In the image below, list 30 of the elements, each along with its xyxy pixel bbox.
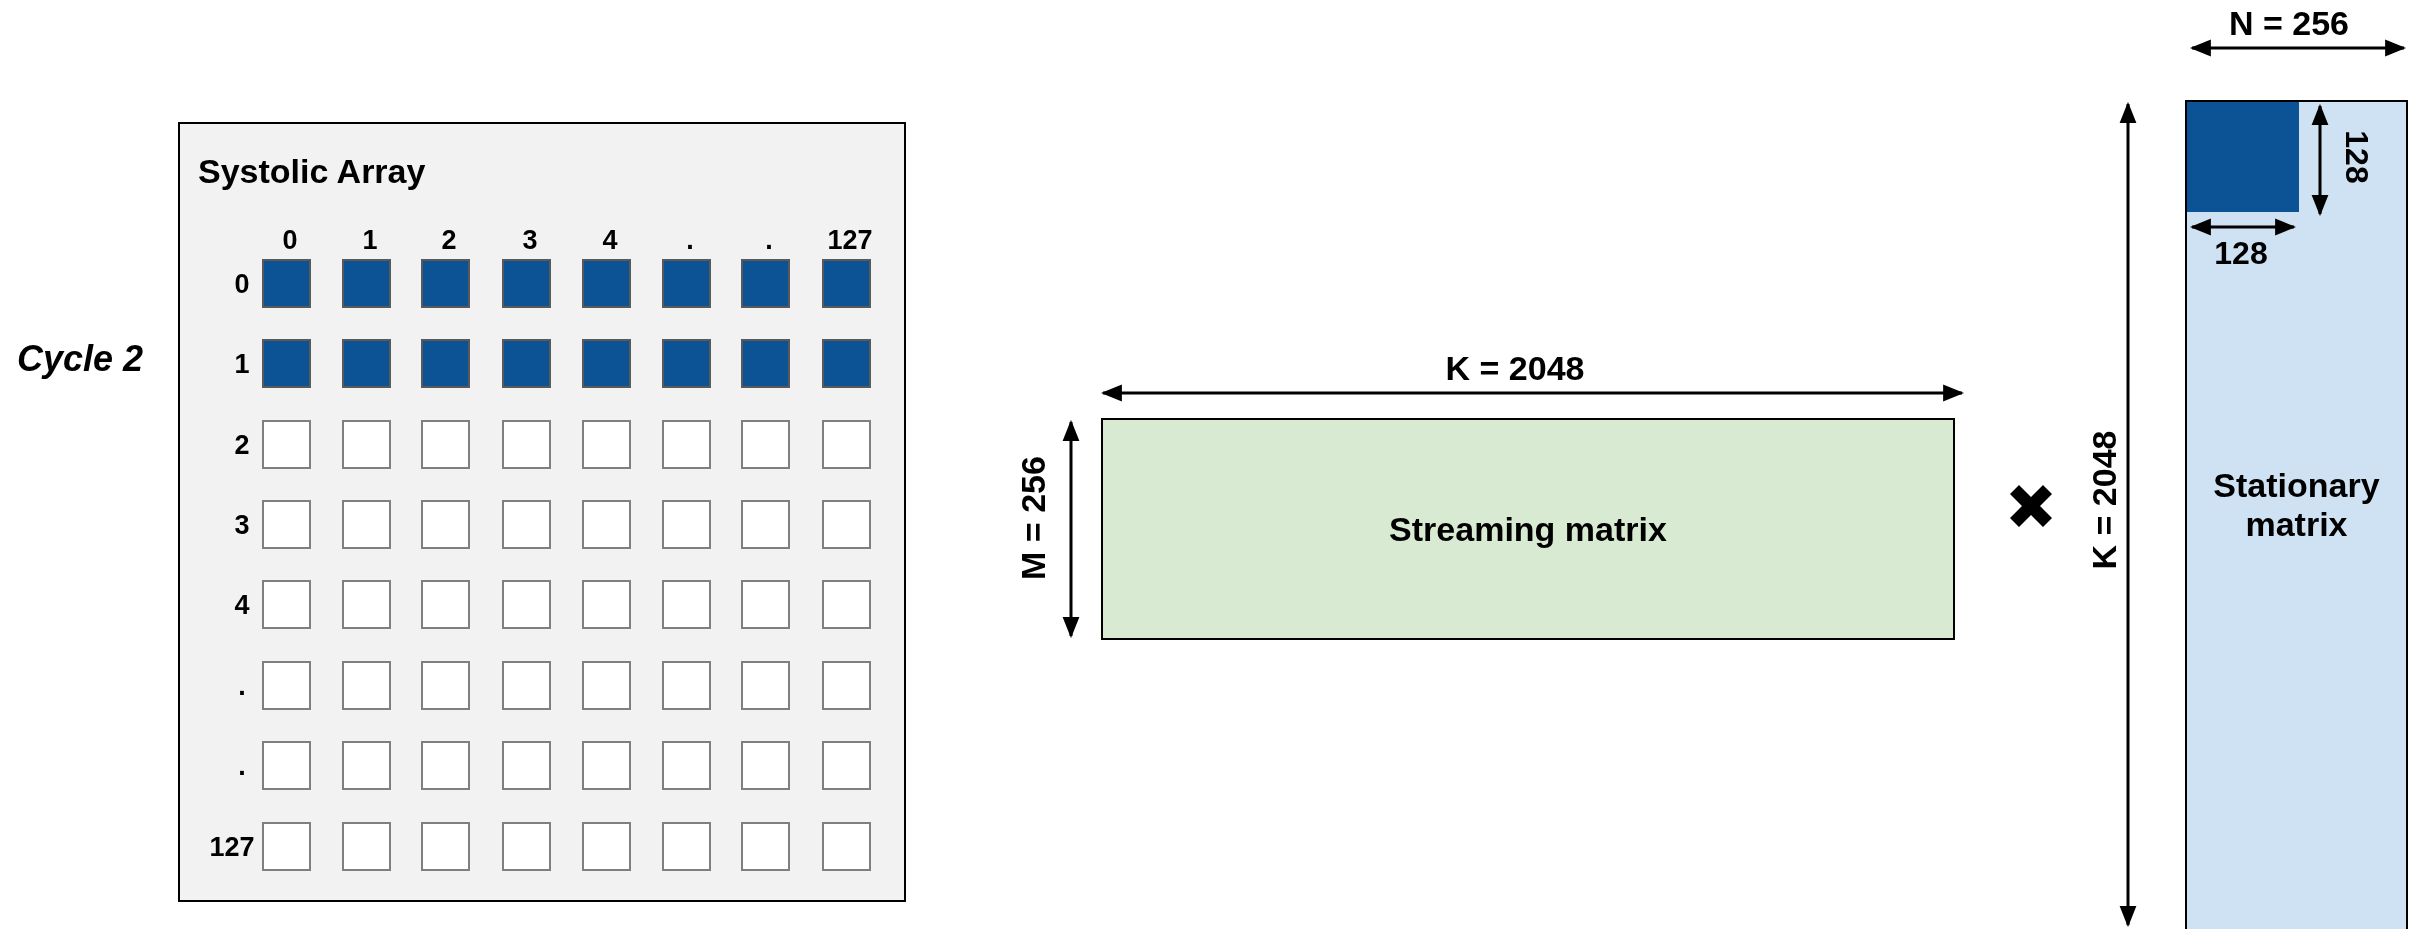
- panel-heading: Systolic Array: [198, 152, 426, 191]
- column-index: 127: [827, 224, 873, 256]
- dimension-label: K = 2048: [2084, 430, 2124, 570]
- column-index: 4: [602, 224, 618, 256]
- row-index: 4: [234, 589, 250, 621]
- matrix-box: [2185, 100, 2408, 929]
- dimension-label: K = 2048: [1445, 348, 1585, 388]
- matrix-box: [1101, 418, 1955, 640]
- dimension-label: 128: [2214, 234, 2268, 272]
- row-index: 127: [209, 831, 255, 863]
- tile-block: [2187, 102, 2299, 212]
- column-index: .: [686, 224, 694, 256]
- row-index: .: [238, 750, 246, 782]
- column-index: .: [765, 224, 773, 256]
- row-index: 3: [234, 509, 250, 541]
- dimension-label: 128: [2337, 130, 2375, 184]
- matrix-label: Stationary matrix: [2212, 466, 2381, 544]
- column-index: 3: [522, 224, 538, 256]
- row-index: 2: [234, 429, 250, 461]
- row-index: 0: [234, 268, 250, 300]
- dimension-label: N = 256: [2229, 3, 2349, 43]
- column-index: 1: [362, 224, 378, 256]
- cycle-label: Cycle 2: [16, 338, 144, 380]
- column-index: 0: [282, 224, 298, 256]
- array-panel: [178, 122, 906, 902]
- dimension-label: M = 256: [1013, 456, 1053, 580]
- row-index: .: [238, 670, 246, 702]
- column-index: 2: [441, 224, 457, 256]
- matrix-label: Streaming matrix: [1389, 509, 1667, 549]
- row-index: 1: [234, 348, 250, 380]
